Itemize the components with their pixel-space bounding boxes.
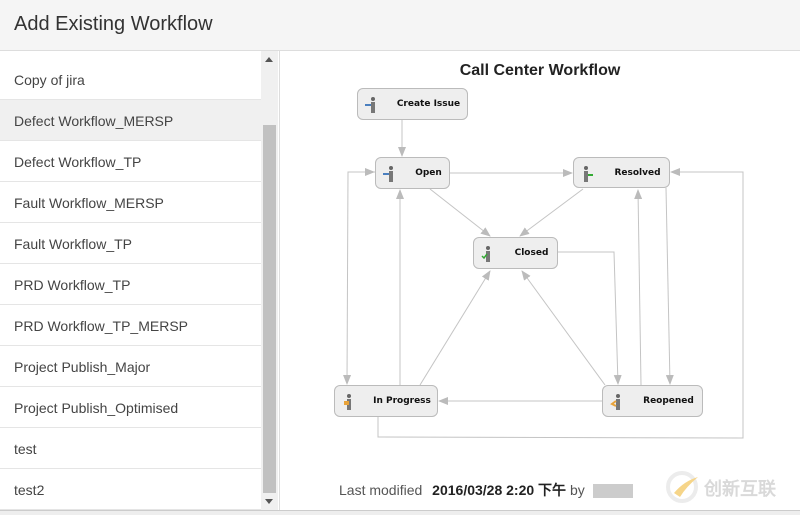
person-icon — [584, 166, 593, 182]
scroll-down-icon[interactable] — [265, 499, 273, 504]
bottom-border — [0, 510, 800, 515]
workflow-item[interactable]: Fault Workflow_TP — [0, 223, 261, 264]
transition — [429, 188, 491, 237]
workflow-item-selected[interactable]: Defect Workflow_MERSP — [0, 100, 261, 141]
workflow-item[interactable]: Defect Workflow_TP — [0, 141, 261, 182]
workflow-item[interactable]: Fault Workflow_MERSP — [0, 182, 261, 223]
workflow-item[interactable]: test2 — [0, 469, 261, 510]
watermark-text: 创新互联 — [704, 479, 776, 499]
status-node-reopened[interactable]: Reopened — [602, 385, 703, 417]
workflow-item[interactable]: Copy of jira — [0, 59, 261, 100]
last-modified-label: Last modified — [339, 482, 423, 498]
person-icon — [365, 97, 375, 113]
last-modified: Last modified 2016/03/28 2:20 下午 by — [339, 480, 633, 500]
scroll-up-icon[interactable] — [265, 57, 273, 62]
workflow-item[interactable]: PRD Workflow_TP — [0, 264, 261, 305]
transition — [343, 171, 375, 385]
redacted-username — [592, 484, 633, 499]
transition — [634, 189, 643, 386]
workflow-item[interactable]: Project Publish_Major — [0, 346, 261, 387]
diagram-title: Call Center Workflow — [459, 62, 621, 79]
workflow-item[interactable]: test — [0, 428, 261, 469]
watermark-icon — [666, 471, 698, 503]
workflow-item[interactable]: Project Publish_Optimised — [0, 387, 261, 428]
status-node-closed[interactable]: Closed — [473, 237, 558, 269]
person-icon — [383, 166, 393, 182]
status-node-open[interactable]: Open — [375, 157, 450, 189]
dialog-title: Add Existing Workflow — [14, 13, 213, 35]
transition — [665, 187, 674, 385]
transition — [521, 270, 606, 386]
scrollbar-thumb[interactable] — [263, 125, 276, 493]
workflow-list: Copy of jira Defect Workflow_MERSP Defec… — [0, 51, 261, 510]
person-icon — [610, 394, 620, 410]
transition — [519, 188, 584, 237]
person-icon — [344, 394, 351, 410]
list-scrollbar[interactable] — [261, 51, 278, 510]
last-modified-date: 2016/03/28 2:20 下午 — [432, 482, 567, 498]
panel-divider — [279, 51, 280, 510]
transition — [558, 251, 622, 385]
person-icon — [481, 246, 490, 262]
transition — [419, 270, 491, 386]
status-node-resolved[interactable]: Resolved — [573, 157, 670, 188]
modified-by-label: by — [569, 482, 585, 498]
watermark-logo: 创新互联 — [664, 469, 794, 505]
workflow-item[interactable]: PRD Workflow_TP_MERSP — [0, 305, 261, 346]
dialog-header: Add Existing Workflow — [0, 0, 800, 51]
status-node-in-progress[interactable]: In Progress — [334, 385, 438, 417]
status-node-create-issue[interactable]: Create Issue — [357, 88, 468, 120]
